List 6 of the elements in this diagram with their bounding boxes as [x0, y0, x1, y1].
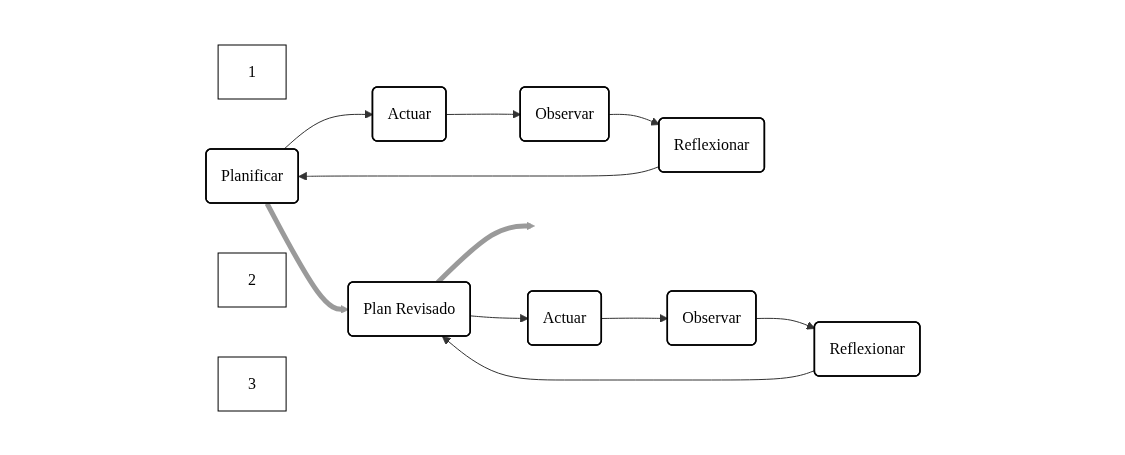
arrow: [297, 165, 660, 181]
arrow: [441, 335, 815, 380]
node-box: 2: [217, 252, 287, 307]
node-box: 3: [217, 356, 287, 411]
arrow: [755, 317, 815, 330]
node-box: 1: [217, 44, 287, 99]
